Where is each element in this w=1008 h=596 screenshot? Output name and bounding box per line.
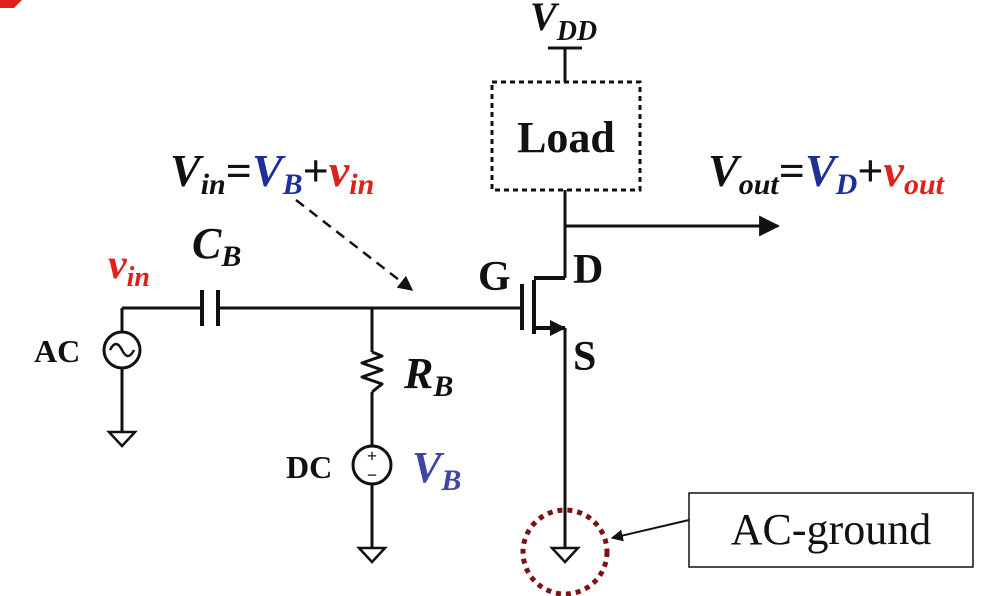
ac-source-label: AC [34, 333, 80, 369]
dc-value-label: VB [412, 443, 461, 497]
resistor-icon [360, 350, 384, 394]
vin-equation: Vin=VB+vin [170, 145, 374, 201]
ac-ground-circle [520, 507, 610, 596]
vin-pointer-arrow [295, 199, 414, 291]
ac-ground-pointer-arrow [610, 519, 690, 542]
dc-source-icon: + − [351, 444, 393, 486]
dc-source-label: DC [286, 449, 332, 485]
ac-ground-label-box [688, 492, 974, 568]
ground-symbol-icon [356, 546, 388, 564]
source-label: S [573, 334, 596, 380]
source-arrow-icon [550, 320, 566, 336]
capacitor-icon [200, 290, 220, 326]
ac-source-icon [102, 330, 142, 370]
ac-signal-label: vin [108, 242, 150, 293]
vout-equation: Vout=VD+vout [708, 145, 946, 201]
dc-plus-sign: + [367, 446, 377, 466]
capacitor-label: CB [192, 219, 241, 273]
load-label: Load [517, 113, 615, 162]
resistor-label: RB [403, 349, 453, 403]
vdd-label: VDD [530, 0, 597, 47]
ground-symbol-icon [106, 430, 138, 448]
ac-ground-label: AC-ground [731, 505, 931, 554]
ground-symbol-icon [549, 546, 581, 564]
dc-minus-sign: − [367, 465, 377, 485]
drain-label: D [573, 247, 603, 293]
gate-label: G [478, 254, 511, 300]
cropped-title-fragment [0, 0, 22, 8]
load-box [490, 80, 642, 192]
wires [120, 48, 567, 548]
